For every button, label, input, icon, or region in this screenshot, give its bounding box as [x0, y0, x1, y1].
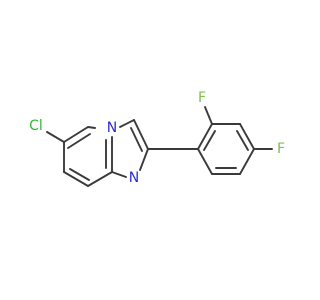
bond-c3-c2	[133, 119, 149, 150]
bond-c3-c2-double	[130, 127, 143, 152]
bond-c6p-c1p	[197, 148, 213, 175]
atom-nitrogen-bridge: N	[107, 120, 117, 136]
bond-c8-c8a	[87, 171, 113, 187]
bond-n4-c3	[119, 119, 135, 128]
bond-c2p-f	[204, 106, 213, 125]
bond-c6-cl	[46, 131, 65, 143]
atom-fluorine-ortho: F	[198, 90, 206, 106]
bond-c5-n4	[87, 126, 96, 129]
bond-c7-c8	[63, 171, 89, 187]
bond-c6-c5-double	[67, 133, 91, 149]
bond-c3p-c4p	[239, 123, 255, 150]
bond-c7-c8-double	[69, 168, 90, 181]
bond-c3p-c4p-double	[236, 130, 249, 151]
bond-c4p-c5p	[239, 148, 255, 175]
atom-nitrogen-ring: N	[129, 170, 139, 186]
bond-c6-c5	[63, 126, 89, 143]
atom-fluorine-para: F	[277, 141, 285, 157]
bond-c2-n1	[139, 148, 149, 171]
bond-c1p-c2p-double	[203, 130, 216, 151]
bond-n1-c8a	[111, 171, 127, 178]
atom-chlorine: Cl	[29, 118, 43, 134]
molecule-structure: Cl N N F F	[29, 90, 285, 187]
bond-c1p-c2p	[197, 123, 213, 150]
